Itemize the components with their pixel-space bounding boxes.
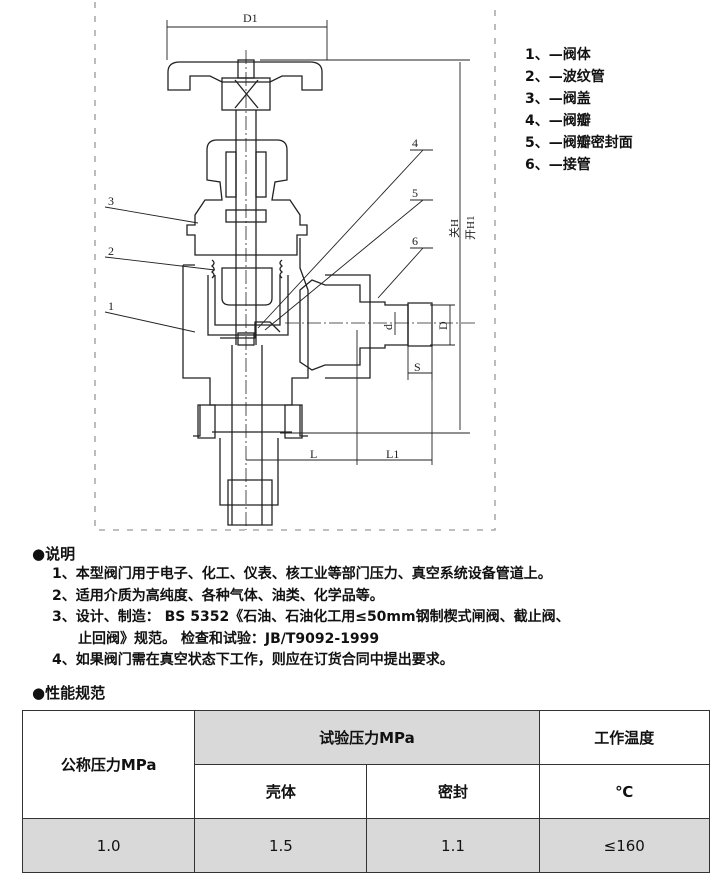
callout-5: 5 <box>412 186 418 200</box>
header-shell: 壳体 <box>194 764 368 819</box>
dim-h1-label: 开H1 <box>465 216 477 240</box>
part-item: 4、—阀瓣 <box>525 113 591 129</box>
notes-title: ●说明 <box>32 545 76 563</box>
header-seal: 密封 <box>366 764 540 819</box>
note-item: 2、适用介质为高纯度、各种气体、油类、化学品等。 <box>52 587 384 604</box>
dim-h-label: 关H <box>447 219 461 238</box>
note-item: 止回阀》规范。 检查和试验：JB/T9092-1999 <box>78 630 380 647</box>
dim-d1-label: D1 <box>243 11 258 25</box>
stem <box>235 110 257 345</box>
callout-4: 4 <box>412 136 418 150</box>
bonnet <box>186 139 308 256</box>
cell-shell: 1.5 <box>194 818 368 873</box>
part-item: 5、—阀瓣密封面 <box>525 135 633 151</box>
part-item: 1、—阀体 <box>525 47 591 63</box>
header-working-temp: 工作温度 <box>538 710 711 765</box>
callout-leaders <box>104 149 433 333</box>
part-item: 3、—阀盖 <box>525 91 591 107</box>
callout-6: 6 <box>412 234 418 248</box>
header-nominal-pressure: 公称压力MPa <box>21 710 196 819</box>
note-item: 1、本型阀门用于电子、化工、仪表、核工业等部门压力、真空系统设备管道上。 <box>52 566 552 582</box>
valve-body <box>182 238 309 406</box>
cell-nominal: 1.0 <box>21 818 196 873</box>
note-item: 4、如果阀门需在真空状态下工作，则应在订货合同中提出要求。 <box>52 652 454 668</box>
header-test-pressure: 试验压力MPa <box>194 710 540 765</box>
bellows <box>210 259 284 279</box>
part-item: 6、—接管 <box>525 157 591 173</box>
dimension-lines <box>166 20 470 465</box>
part-item: 2、—波纹管 <box>525 69 605 85</box>
callout-3: 3 <box>108 194 114 208</box>
spec-table: 公称压力MPa 试验压力MPa 工作温度 壳体 密封 ℃ 1.0 1.5 1.1… <box>21 710 711 873</box>
callout-2: 2 <box>108 244 114 258</box>
dim-big-d-label: D <box>436 321 450 330</box>
outlet-connection <box>299 274 433 379</box>
note-item: 3、设计、制造： BS 5352《石油、石油化工用≤50mm钢制楔式闸阀、截止阀… <box>52 609 570 625</box>
dim-l-label: L <box>310 447 317 461</box>
drawing-frame <box>94 2 496 531</box>
parts-list: 1、—阀体 2、—波纹管 3、—阀盖 4、—阀瓣 5、—阀瓣密封面 6、—接管 <box>525 44 633 176</box>
header-temp-unit: ℃ <box>538 764 711 819</box>
valve-technical-drawing: D1 L L1 S d D 关H 开H1 3 2 1 4 5 6 <box>94 2 496 531</box>
callout-1: 1 <box>108 299 114 313</box>
table-row: 1.0 1.5 1.1 ≤160 <box>21 818 711 873</box>
cell-seal: 1.1 <box>366 818 540 873</box>
inlet-connection <box>193 345 308 526</box>
dim-d-label: d <box>381 324 395 330</box>
spec-title: ●性能规范 <box>32 684 106 702</box>
dim-s-label: S <box>414 360 421 374</box>
notes-list: 1、本型阀门用于电子、化工、仪表、核工业等部门压力、真空系统设备管道上。 2、适… <box>52 564 570 672</box>
handwheel <box>167 59 323 111</box>
dim-l1-label: L1 <box>386 447 399 461</box>
cell-temp: ≤160 <box>538 818 711 873</box>
